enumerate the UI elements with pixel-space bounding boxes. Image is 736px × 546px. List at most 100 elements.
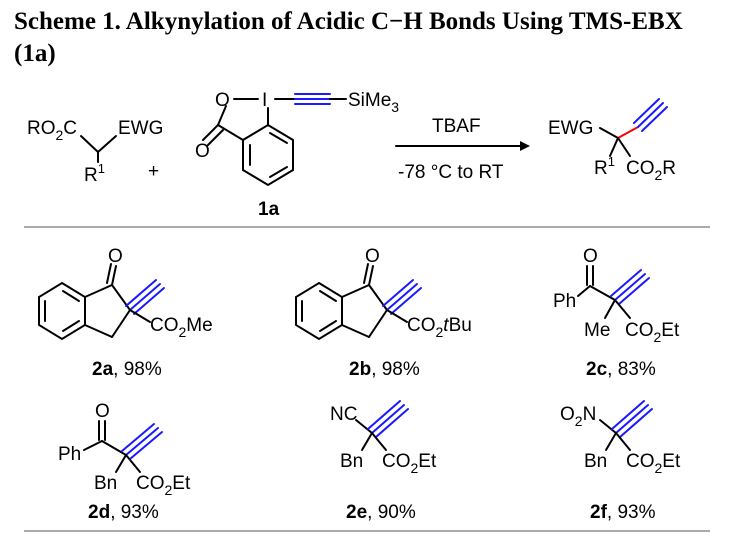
alkyne-bond — [375, 408, 409, 438]
carbonyl-bond — [202, 124, 219, 141]
backbone-bond — [589, 285, 616, 301]
product-label: 2f, 93% — [590, 502, 656, 523]
ring-bond — [217, 105, 227, 126]
aromatic-bond — [269, 132, 288, 144]
substrate-ester-label: RO2C — [27, 118, 77, 143]
benzyl-label: Bn — [340, 451, 363, 472]
product-alkyne — [641, 106, 668, 132]
ring-bond — [368, 284, 388, 311]
no2-bond — [599, 419, 617, 434]
alkyne-bond — [125, 427, 159, 456]
arrow-label-below: -78 °C to RT — [398, 162, 504, 183]
ring-bond — [217, 124, 244, 141]
product-ewg-label: EWG — [548, 118, 593, 139]
carbonyl-o-label: O — [95, 401, 110, 422]
product-bond — [617, 137, 631, 157]
carbonyl-bond — [363, 263, 369, 284]
product-label: 2c, 83% — [586, 359, 656, 380]
bn-bond — [361, 432, 373, 451]
sime3-label: SiMe3 — [348, 90, 399, 115]
arrow-head — [520, 141, 530, 151]
ester-label: CO2Et — [625, 320, 680, 345]
alkyne-bond — [121, 423, 155, 452]
ph-bond — [83, 440, 103, 451]
product-2b: O CO2tBu 2b, 98% — [295, 246, 472, 380]
ring-bond — [341, 324, 370, 338]
alkyne-bond — [382, 279, 414, 307]
ester-bond — [129, 309, 151, 323]
carbonyl-o-label: O — [108, 246, 123, 267]
scheme-title: Scheme 1. Alkynylation of Acidic C−H Bon… — [14, 8, 683, 67]
ester-label: CO2tBu — [407, 315, 472, 340]
nc-bond — [355, 419, 373, 434]
carbonyl-bond — [106, 263, 112, 284]
nitro-label: O2N — [560, 404, 596, 429]
reagent-label-1a: 1a — [258, 199, 280, 220]
ester-bond — [386, 309, 408, 323]
product-r1-label: R1 — [594, 154, 615, 179]
alkyne-bond — [371, 404, 405, 434]
alkyne-bond — [615, 404, 649, 434]
arrow-label-above: TBAF — [432, 116, 481, 137]
product-2f: O2N Bn CO2Et 2f, 93% — [560, 400, 681, 523]
methyl-label: Me — [584, 320, 610, 341]
aromatic-bond — [319, 320, 337, 332]
product-label: 2d, 93% — [88, 502, 159, 523]
alkyne-bond — [386, 283, 418, 311]
ring-bond — [111, 284, 131, 311]
ester-label: CO2Et — [626, 451, 681, 476]
product-label: 2a, 98% — [92, 359, 162, 380]
substrate: RO2C EWG R1 + — [27, 118, 163, 186]
carbonyl-bond — [368, 265, 374, 286]
ester-label: CO2Et — [136, 473, 191, 498]
substrate-bond — [97, 135, 117, 153]
plus-sign: + — [148, 161, 159, 182]
alkyne-bond — [129, 283, 161, 311]
product-alkyne — [633, 98, 660, 124]
product-2a: O CO2Me 2a, 98% — [38, 246, 213, 380]
alkyne-bond — [133, 287, 165, 315]
reagent-1a: O O I SiMe3 1a — [195, 90, 399, 220]
ester-label: CO2Me — [150, 315, 213, 340]
alkyne-bond — [619, 408, 653, 438]
alkyne-bond — [610, 269, 642, 297]
carbonyl-o-label: O — [365, 246, 380, 267]
substrate-r1-label: R1 — [84, 161, 105, 186]
product-2d: O Ph Bn CO2Et 2d, 93% — [58, 401, 191, 523]
ring-bond — [84, 284, 113, 298]
phenyl-label: Ph — [553, 291, 576, 312]
substrate-ewg-label: EWG — [118, 118, 163, 139]
benzyl-label: Bn — [584, 451, 607, 472]
nitrile-label: NC — [330, 404, 357, 425]
ring-bond — [111, 309, 131, 338]
product-2c: O Ph Me CO2Et 2c, 83% — [553, 246, 680, 380]
aromatic-bond — [62, 290, 80, 302]
alkyne-bond — [614, 273, 646, 301]
alkyne-bond — [125, 279, 157, 307]
product-2e: NC Bn CO2Et 2e, 90% — [330, 400, 437, 523]
product-label: 2e, 90% — [346, 502, 416, 523]
bn-bond — [605, 432, 617, 451]
product-bond — [599, 127, 619, 139]
me-bond — [604, 299, 616, 319]
ester-bond — [614, 299, 631, 319]
ester-bond — [615, 432, 631, 451]
new-bond — [617, 126, 639, 139]
substrate-bond — [80, 135, 99, 153]
product-bond — [609, 137, 619, 157]
ring-o-label: O — [215, 90, 230, 111]
product-alkyne — [637, 102, 664, 128]
ph-bond — [577, 285, 591, 297]
phenyl-label: Ph — [58, 444, 81, 465]
carbonyl-o-label: O — [195, 141, 210, 162]
ring-bond — [368, 309, 388, 338]
carbonyl-o-label: O — [583, 246, 598, 267]
aromatic-bond — [62, 320, 80, 332]
alkyne-bond — [367, 400, 401, 430]
ring-bond — [341, 284, 370, 298]
carbonyl-bond — [207, 129, 224, 146]
ester-label: CO2Et — [382, 451, 437, 476]
ester-bond — [125, 454, 141, 473]
ring-bond — [84, 324, 113, 338]
aromatic-bond — [269, 166, 288, 178]
